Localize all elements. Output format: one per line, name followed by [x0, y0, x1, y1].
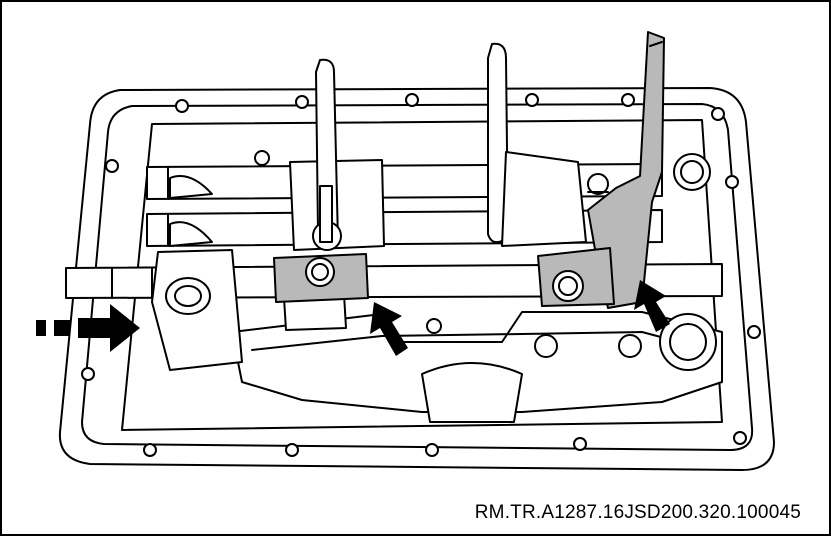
inner-casting	[176, 150, 723, 423]
interlock-block	[151, 175, 243, 371]
right-pointer-arrow	[634, 280, 670, 332]
highlighted-rail-collar	[273, 253, 369, 303]
highlighted-right-fork	[537, 31, 665, 309]
dashed-input-arrow	[36, 304, 140, 352]
center-pointer-arrow	[370, 302, 408, 356]
flange-bolt-holes	[81, 93, 761, 457]
reference-code: RM.TR.A1287.16JSD200.320.100045	[474, 502, 801, 523]
middle-shift-fork	[487, 42, 609, 247]
